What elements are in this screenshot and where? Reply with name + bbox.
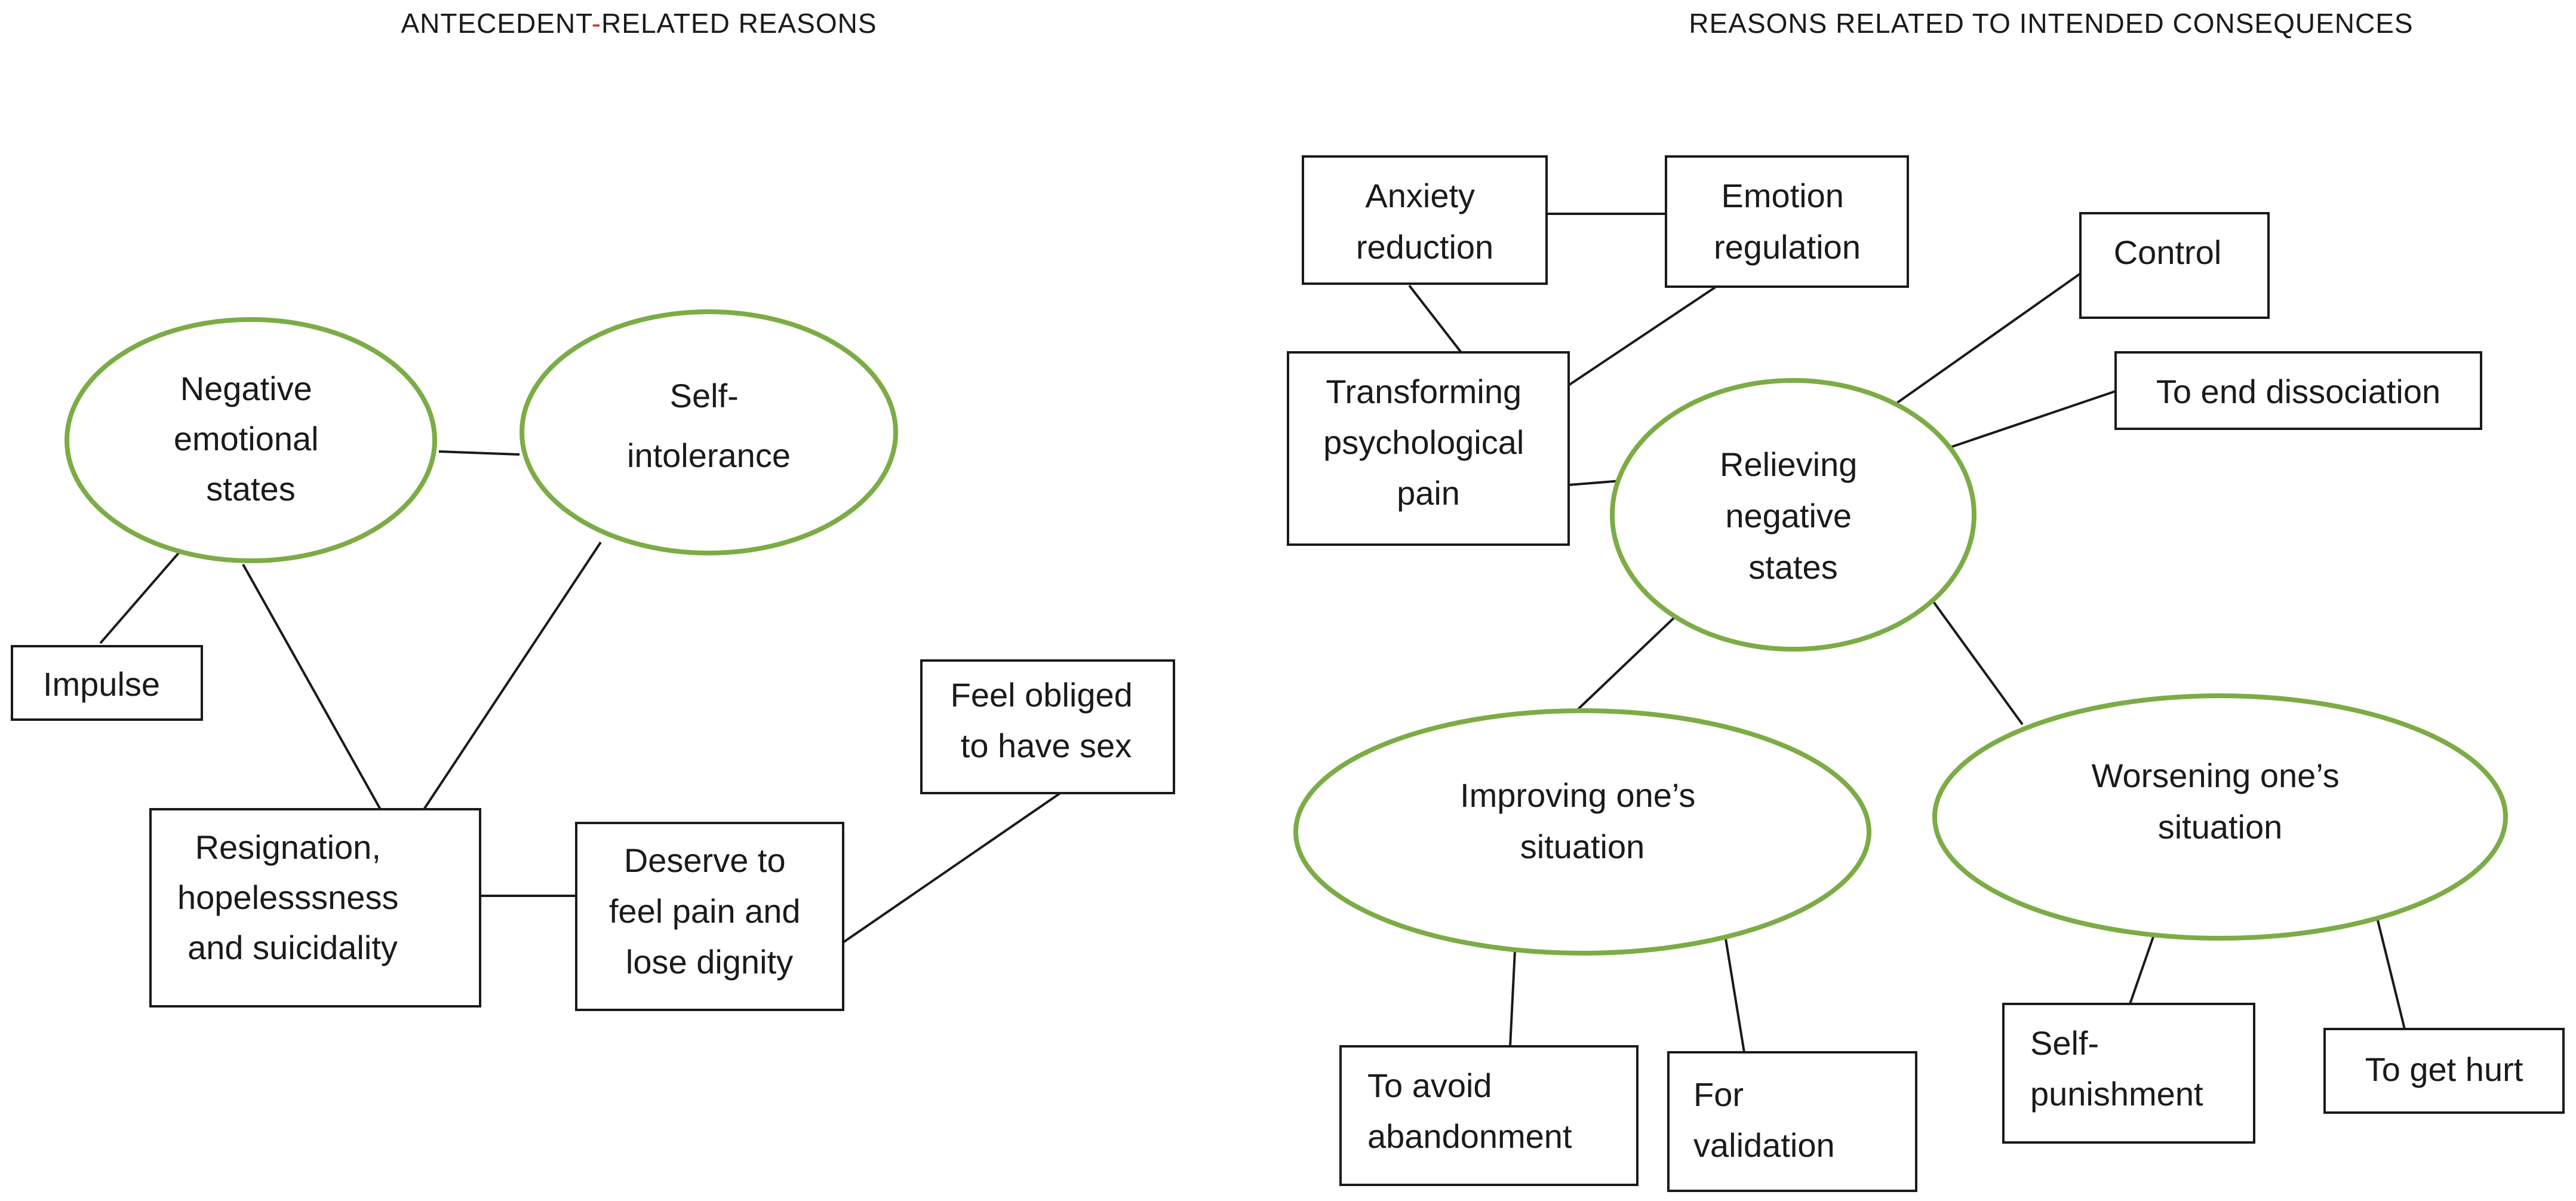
- edge-worsening-to-selfpunishment: [2129, 933, 2156, 1005]
- node-control-label: Control: [2114, 234, 2222, 271]
- node-for-validation: [1667, 1051, 1917, 1192]
- label-line: Negative: [180, 370, 312, 407]
- node-relieving-negative-states: [1610, 378, 1976, 652]
- node-worsening-situation: [1932, 693, 2508, 941]
- left-title-part2: RELATED REASONS: [601, 8, 877, 39]
- label-line: emotional: [174, 420, 319, 457]
- label-line: validation: [1693, 1126, 1835, 1164]
- label-line: feel pain and: [609, 892, 801, 930]
- node-improving-situation: [1293, 708, 1871, 956]
- node-anxiety-reduction: [1302, 155, 1548, 285]
- edge-selfintolerance-to-resignation: [423, 541, 602, 810]
- node-transforming-psychological-pain-label: Transforming psychological pain: [1323, 373, 1533, 512]
- node-deserve-label: Deserve to feel pain and lose dignity: [609, 841, 810, 981]
- label-line: Feel obliged: [951, 676, 1133, 714]
- label-line: Self-: [2030, 1024, 2099, 1062]
- label-line: negative: [1725, 497, 1852, 535]
- left-edges: [99, 450, 1064, 944]
- label-line: psychological: [1323, 423, 1524, 461]
- label-line: pain: [1397, 474, 1460, 512]
- label-line: Emotion: [1722, 177, 1844, 214]
- node-emotion-regulation: [1665, 155, 1909, 288]
- edge-negative-to-impulse: [99, 551, 180, 644]
- node-impulse: [11, 645, 203, 721]
- node-feel-obliged-label: Feel obliged to have sex: [951, 676, 1142, 764]
- label-line: reduction: [1356, 228, 1493, 266]
- node-transforming-psychological-pain: [1287, 351, 1570, 546]
- edge-relieving-to-worsening: [1931, 599, 2024, 726]
- label-line: abandonment: [1367, 1117, 1572, 1155]
- label-line: Self-: [670, 377, 739, 414]
- label-line: Worsening one’s: [2092, 757, 2340, 794]
- node-impulse-label: Impulse: [43, 665, 160, 703]
- node-anxiety-reduction-label: Anxiety reduction: [1356, 177, 1493, 266]
- node-control: [2079, 212, 2270, 319]
- edge-improving-to-validation: [1724, 938, 1745, 1053]
- node-resignation: [149, 808, 481, 1008]
- node-self-intolerance-label: Self- intolerance: [627, 377, 791, 474]
- label-line: and suicidality: [187, 929, 398, 966]
- label-line: situation: [2158, 808, 2283, 846]
- label-line: states: [206, 470, 295, 508]
- edge-negative-to-selfintolerance: [438, 450, 520, 456]
- node-self-punishment: [2002, 1003, 2255, 1144]
- edge-emotion-to-transforming: [1567, 284, 1719, 386]
- node-resignation-label: Resignation, hopelesssness and suicidali…: [177, 828, 408, 966]
- label-line: to have sex: [961, 727, 1132, 764]
- label-line: regulation: [1714, 228, 1861, 266]
- label-line: Resignation,: [195, 828, 381, 866]
- label-line: intolerance: [627, 437, 791, 474]
- left-title: ANTECEDENT-RELATED REASONS: [401, 8, 877, 39]
- node-improving-situation-label: Improving one’s situation: [1460, 776, 1705, 865]
- edge-deserve-to-feelobliged: [842, 790, 1064, 944]
- left-title-part1: ANTECEDENT: [401, 8, 592, 39]
- label-line: hopelesssness: [177, 879, 398, 916]
- edge-anxiety-to-transforming: [1408, 284, 1462, 354]
- node-worsening-situation-label: Worsening one’s situation: [2092, 757, 2349, 846]
- right-edges: [1408, 213, 2406, 1053]
- node-to-avoid-abandonment: [1339, 1045, 1639, 1186]
- label-line: Deserve to: [624, 841, 786, 879]
- node-to-end-dissociation: [2114, 351, 2482, 430]
- label-line: Relieving: [1720, 446, 1857, 483]
- node-negative-emotional-states-label: Negative emotional states: [174, 370, 328, 508]
- node-self-punishment-label: Self- punishment: [2030, 1024, 2203, 1113]
- label-line: situation: [1520, 828, 1645, 865]
- node-self-intolerance: [519, 309, 898, 555]
- edge-negative-to-resignation: [242, 564, 382, 810]
- node-deserve: [575, 822, 844, 1011]
- node-to-avoid-abandonment-label: To avoid abandonment: [1367, 1067, 1572, 1155]
- edge-worsening-to-gethurt: [2375, 915, 2406, 1030]
- node-emotion-regulation-label: Emotion regulation: [1714, 177, 1861, 266]
- label-line: lose dignity: [626, 943, 793, 981]
- edge-transforming-to-relieving: [1568, 480, 1622, 486]
- node-relieving-negative-states-label: Relieving negative states: [1720, 446, 1867, 586]
- label-line: Anxiety: [1365, 177, 1475, 214]
- edge-relieving-to-improving: [1573, 616, 1676, 714]
- right-title: REASONS RELATED TO INTENDED CONSEQUENCES: [1689, 8, 2413, 39]
- node-to-end-dissociation-label: To end dissociation: [2156, 373, 2440, 410]
- label-line: punishment: [2030, 1075, 2203, 1113]
- edge-relieving-to-control: [1889, 272, 2082, 409]
- label-line: To avoid: [1367, 1067, 1492, 1104]
- node-for-validation-label: For validation: [1693, 1076, 1835, 1164]
- node-negative-emotional-states: [64, 317, 437, 563]
- node-feel-obliged: [920, 659, 1175, 794]
- edge-relieving-to-dissociation: [1948, 390, 2116, 449]
- node-to-get-hurt: [2323, 1028, 2565, 1114]
- node-to-get-hurt-label: To get hurt: [2365, 1051, 2523, 1088]
- label-line: Transforming: [1326, 373, 1521, 410]
- label-line: states: [1748, 548, 1837, 586]
- left-title-dash: -: [592, 8, 601, 39]
- label-line: Improving one’s: [1460, 776, 1695, 814]
- label-line: For: [1693, 1076, 1744, 1113]
- edge-improving-to-abandonment: [1509, 950, 1516, 1047]
